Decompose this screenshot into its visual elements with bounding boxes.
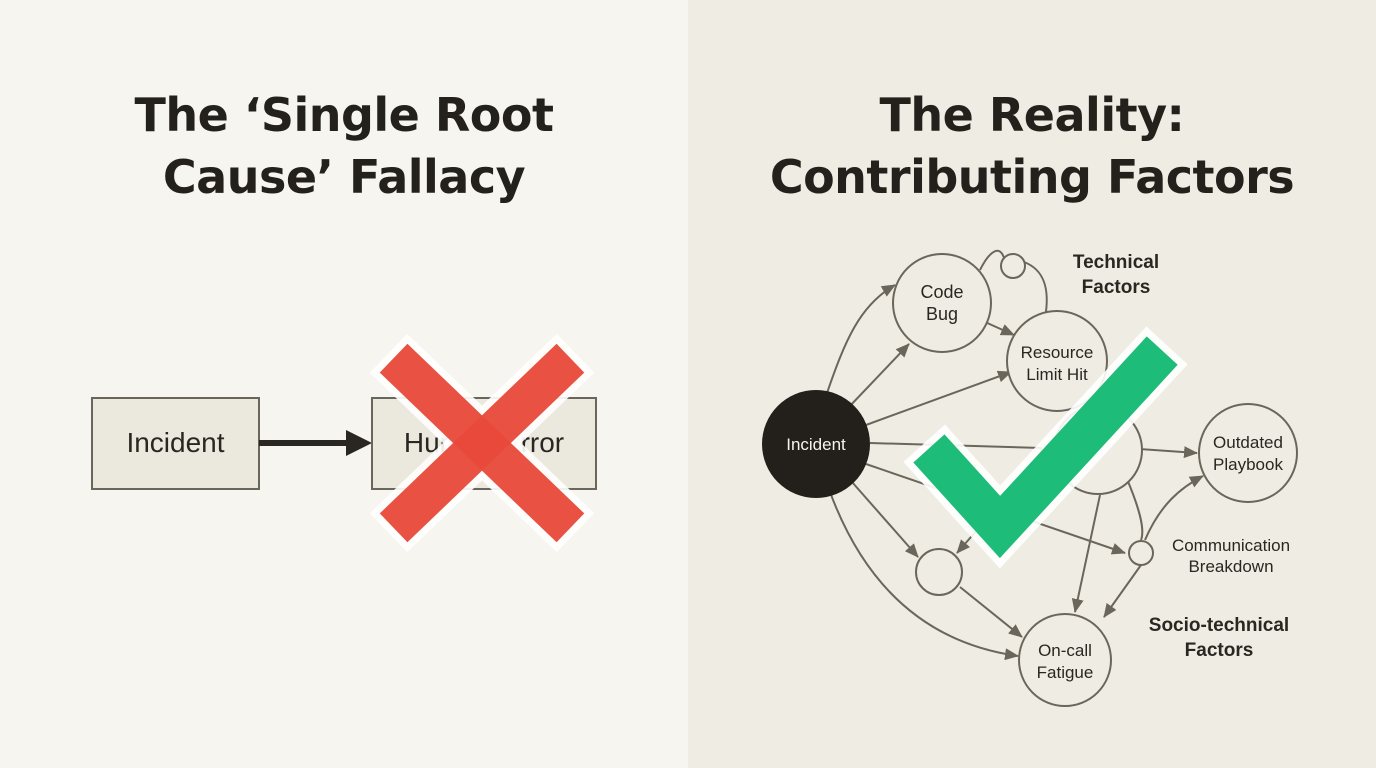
edge-communication-oncall [1103,564,1142,618]
small-technical-node [1000,253,1026,279]
edge-incident-codebug [847,343,910,409]
resource-limit-label-line1: Resource [1021,343,1094,362]
communication-label-line2: Breakdown [1188,557,1273,576]
code-bug-label-line2: Bug [926,304,958,324]
edge-incident-lower-node [851,481,919,558]
reality-title-line2: Contributing Factors [769,150,1295,204]
code-bug-node [892,253,992,353]
oncall-fatigue-label-line2: Fatigue [1037,663,1094,682]
single-cause-flow: Incident Human Error [91,333,597,553]
oncall-fatigue-label-line1: On-call [1038,641,1092,660]
incident-node [762,390,870,498]
edge-codebug-resource [984,321,1015,336]
lower-small-node [915,548,963,596]
cause-arrowhead [346,430,372,456]
edge-hub-communication [1126,478,1144,541]
incident-node-label: Incident [786,435,846,454]
outdated-playbook-label-line1: Outdated [1213,433,1283,452]
fallacy-title: The ‘Single Root Cause’ Fallacy [0,84,688,208]
factors-network [825,249,1204,661]
red-cross-icon [369,333,595,553]
technical-factors-label-line2: Factors [1082,277,1151,298]
oncall-fatigue-node [1018,613,1112,707]
small-communication-node [1128,540,1154,566]
edge-incident-resource [865,370,1012,426]
edge-hub-playbook [1138,446,1198,459]
edge-lower-node-oncall [959,586,1023,638]
outdated-playbook-node [1198,403,1298,503]
outdated-playbook-label-line2: Playbook [1213,455,1283,474]
code-bug-label-line1: Code [920,282,963,302]
fallacy-title-line1: The ‘Single Root [134,88,554,142]
edge-top-node-resource [1023,261,1048,319]
reality-title-line1: The Reality: [879,88,1185,142]
communication-label-line1: Communication [1172,536,1290,555]
edge-hub-oncall [1071,494,1101,613]
incident-box-label: Incident [126,427,224,458]
reality-title: The Reality: Contributing Factors [688,84,1376,208]
technical-factors-label-line1: Technical [1073,252,1159,273]
socio-technical-label-line1: Socio-technical [1149,615,1289,636]
fallacy-title-line2: Cause’ Fallacy [162,150,526,204]
resource-limit-node [1006,310,1108,412]
edge-communication-playbook [1144,475,1204,541]
socio-technical-label-line2: Factors [1185,640,1254,661]
edge-incident-codebug-outer [825,284,896,397]
edge-codebug-top-node [979,249,1005,271]
green-checkmark-icon [903,326,1188,569]
resource-limit-label-line2: Limit Hit [1026,365,1088,384]
edge-incident-oncall [829,491,1019,661]
